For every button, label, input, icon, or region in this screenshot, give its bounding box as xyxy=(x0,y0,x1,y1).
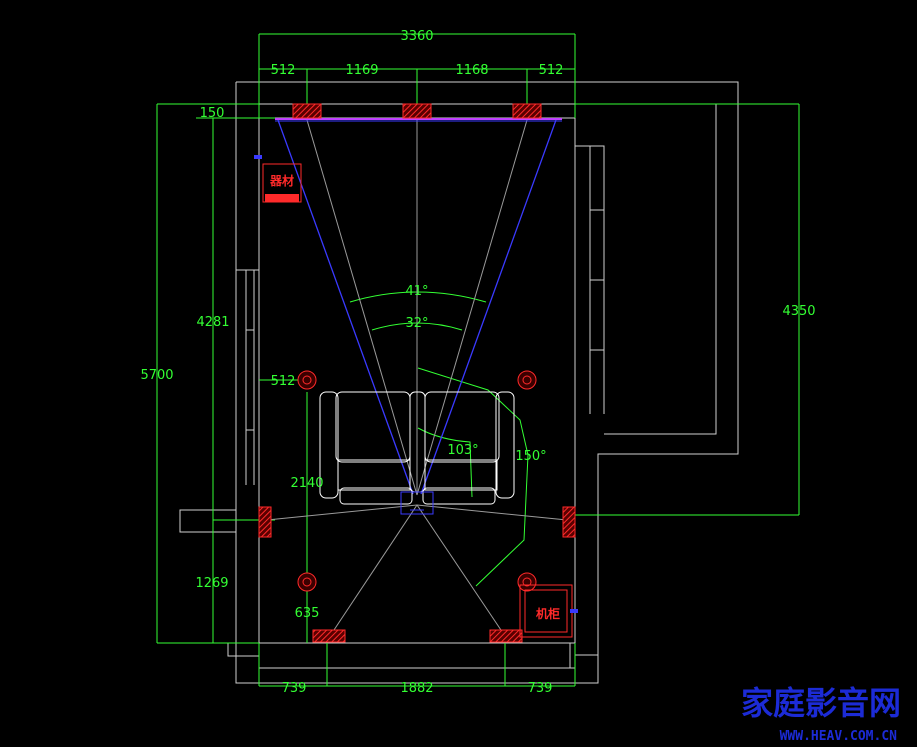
equipment-cabinet: 机柜 xyxy=(519,584,578,638)
dim-left-4281: 4281 xyxy=(196,315,229,330)
dim-screen-offset: 150 xyxy=(200,106,225,121)
dim-left-5700: 5700 xyxy=(140,368,173,383)
watermark: 家庭影音网 WWW.HEAV.COM.CN xyxy=(741,684,901,744)
front-right-speaker xyxy=(512,103,542,119)
rear-right-speaker xyxy=(489,629,523,643)
dim-rear-1269: 1269 xyxy=(195,576,228,591)
angle-41: 41° xyxy=(405,284,428,299)
ceiling-speakers xyxy=(297,370,537,592)
device-box: 器材 xyxy=(254,155,302,203)
dim-rear-635: 635 xyxy=(295,606,320,621)
cabinet-label: 机柜 xyxy=(536,606,560,621)
dim-bottom-3: 739 xyxy=(528,681,553,696)
ceiling-speaker-fl xyxy=(297,370,317,390)
dim-bottom-2: 1882 xyxy=(400,681,433,696)
seat-marker xyxy=(400,491,434,515)
dim-right-4350: 4350 xyxy=(782,304,815,319)
ceiling-speaker-fr xyxy=(517,370,537,390)
dim-top-seg-2: 1169 xyxy=(345,63,378,78)
side-left-speaker xyxy=(258,506,272,538)
center-speaker xyxy=(402,103,432,119)
room-walls xyxy=(179,81,739,684)
dim-top-total: 3360 xyxy=(400,29,433,44)
angle-32: 32° xyxy=(405,316,428,331)
dim-seat-2140: 2140 xyxy=(290,476,323,491)
dim-bottom-1: 739 xyxy=(282,681,307,696)
front-speakers xyxy=(258,103,576,643)
ceiling-speaker-rl xyxy=(297,572,317,592)
dim-top-seg-4: 512 xyxy=(539,63,564,78)
dim-top-seg-3: 1168 xyxy=(455,63,488,78)
watermark-url: WWW.HEAV.COM.CN xyxy=(780,729,898,744)
device-label: 器材 xyxy=(269,173,294,188)
dim-side-512: 512 xyxy=(271,374,296,389)
watermark-title: 家庭影音网 xyxy=(741,684,901,722)
angle-103: 103° xyxy=(447,443,478,458)
ceiling-speaker-rr xyxy=(517,572,537,592)
dimension-lines xyxy=(156,33,800,687)
rear-left-speaker xyxy=(312,629,346,643)
angle-150: 150° xyxy=(515,449,546,464)
angle-labels: 41° 32° 103° 150° xyxy=(405,284,546,464)
dimension-labels: 3360 512 1169 1168 512 150 4281 5700 435… xyxy=(140,29,815,696)
dim-top-seg-1: 512 xyxy=(271,63,296,78)
front-left-speaker xyxy=(292,103,322,119)
sight-lines xyxy=(266,118,568,637)
side-right-speaker xyxy=(562,506,576,538)
